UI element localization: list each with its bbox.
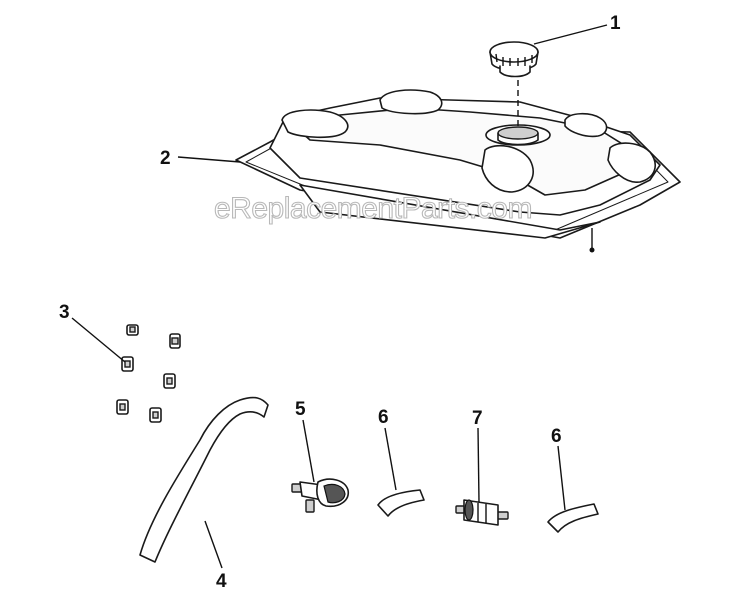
hose-clamps xyxy=(116,324,181,423)
clamp-6 xyxy=(149,407,162,423)
clamp-1 xyxy=(126,324,139,336)
clamp-2 xyxy=(169,333,181,349)
clamp-3 xyxy=(121,356,134,372)
short-hose-right xyxy=(547,503,599,533)
clamp-5 xyxy=(116,399,129,415)
callout-1: 1 xyxy=(610,13,621,34)
clamp-4 xyxy=(163,373,176,389)
fuel-shutoff-valve xyxy=(291,478,350,513)
short-hose-left xyxy=(377,489,425,517)
callout-5: 5 xyxy=(295,399,306,420)
callout-leaders xyxy=(71,24,608,569)
fuel-line-hose xyxy=(139,396,269,563)
watermark: eReplacementParts.com xyxy=(214,192,532,225)
callout-3: 3 xyxy=(59,302,70,323)
inline-fuel-filter xyxy=(455,499,509,526)
callout-7: 7 xyxy=(472,408,483,429)
callout-6a: 6 xyxy=(378,407,389,428)
fuel-cap xyxy=(489,41,539,128)
callout-6b: 6 xyxy=(551,426,562,447)
callout-4: 4 xyxy=(216,571,227,592)
fuel-tank xyxy=(235,89,681,253)
callout-2: 2 xyxy=(160,148,171,169)
